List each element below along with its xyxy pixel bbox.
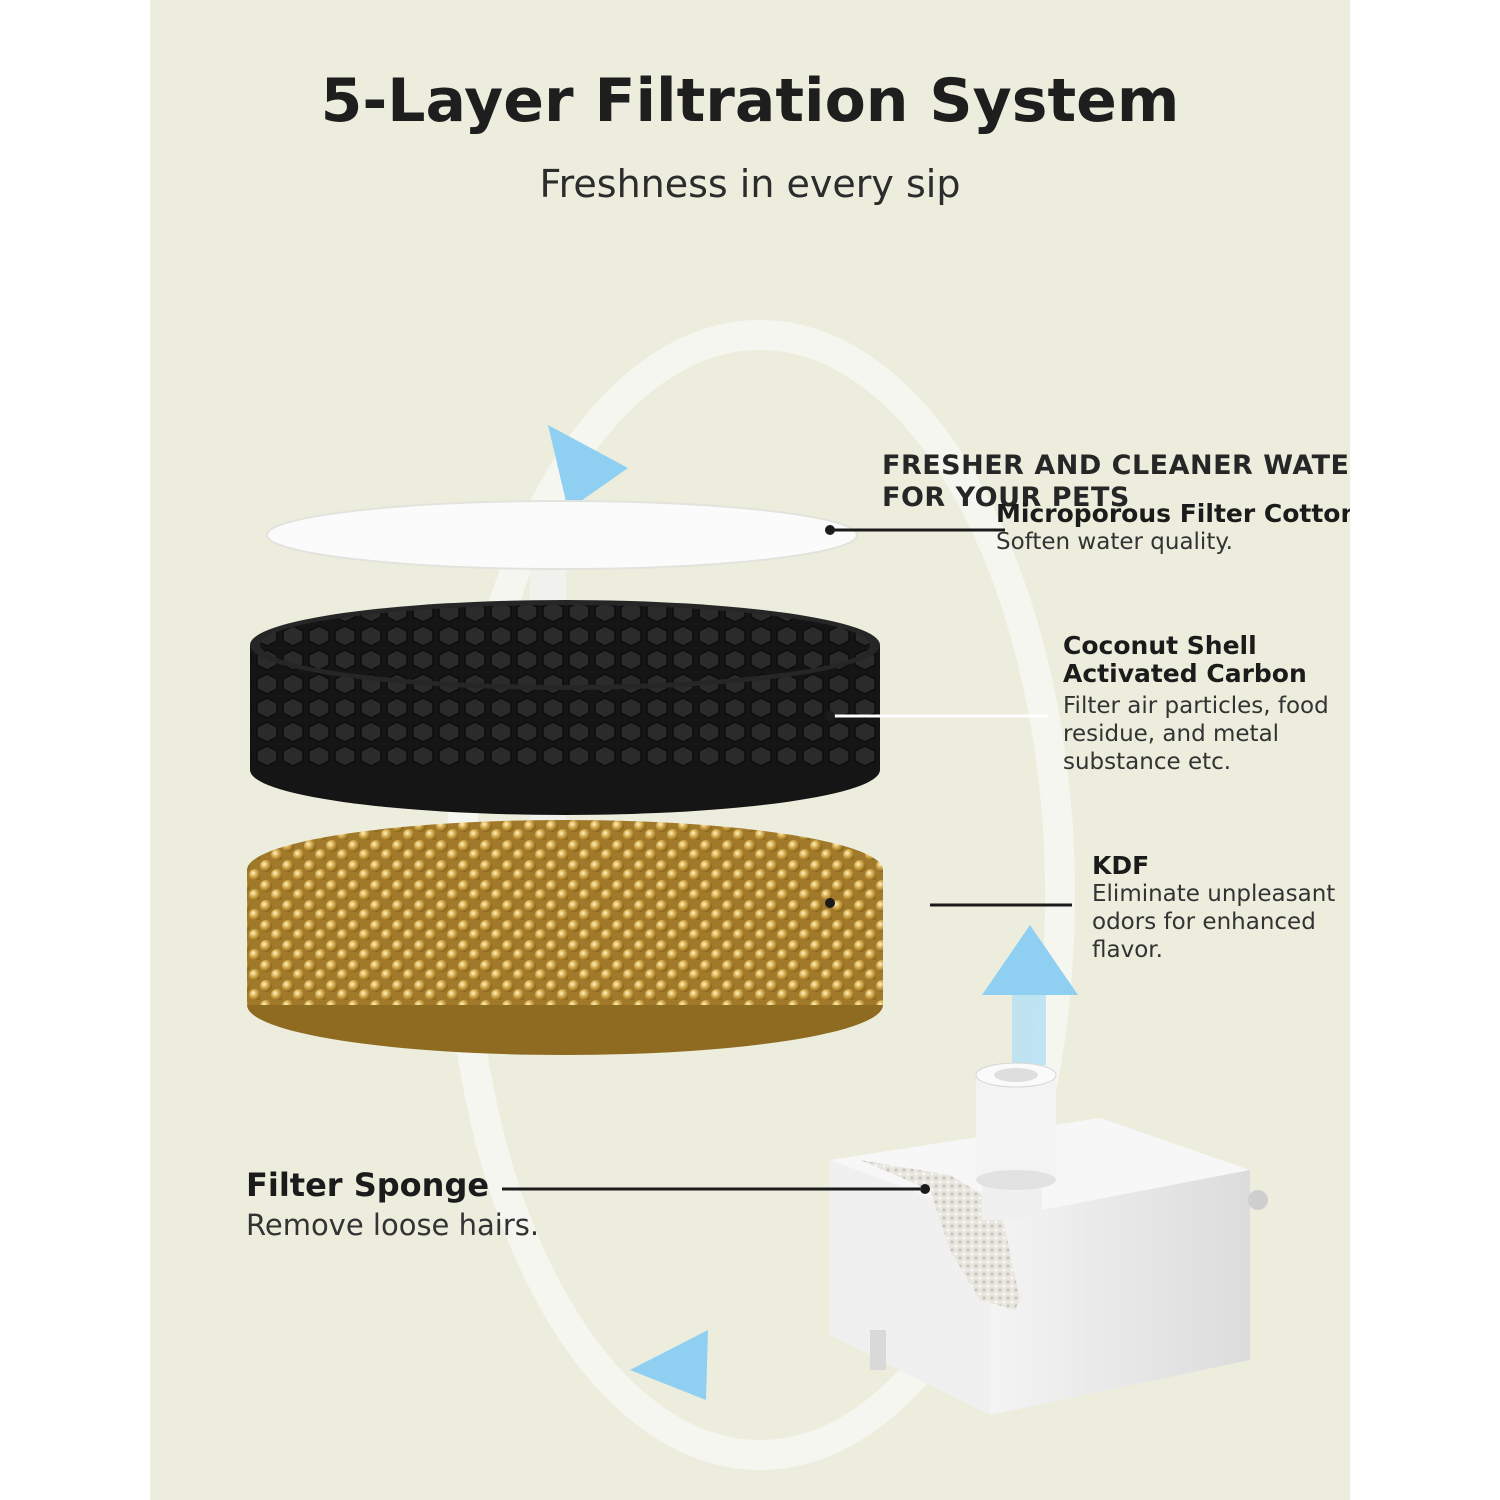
page-title: 5-Layer Filtration System	[150, 66, 1350, 136]
layer-cotton-label: Microporous Filter Cotton Soften water q…	[996, 499, 1350, 556]
title-rest: Filtration System	[573, 66, 1180, 136]
filter-illustration	[247, 320, 1268, 1470]
kdf-layer	[247, 820, 883, 1055]
layer-sponge-label: Filter Sponge Remove loose hairs.	[246, 1166, 540, 1242]
tagline: FRESHER AND CLEANER WATER FOR YOUR PETS	[882, 450, 1350, 513]
layer-carbon-label: Coconut Shell Activated Carbon Filter ai…	[1063, 631, 1329, 776]
arrow-down-icon	[548, 425, 628, 510]
arrow-up-icon	[982, 925, 1078, 995]
infographic-canvas: 5-Layer Filtration System Freshness in e…	[150, 0, 1350, 1500]
leader-lines	[502, 528, 1072, 1191]
arrow-up-stem	[1012, 995, 1046, 1065]
page-subtitle: Freshness in every sip	[539, 162, 961, 206]
title-highlight: 5-Layer	[310, 66, 582, 136]
carbon-layer	[250, 600, 880, 815]
pump-unit	[830, 1062, 1268, 1415]
layer-kdf-label: KDF Eliminate unpleasant odors for enhan…	[1092, 851, 1336, 964]
filter-cotton-disc	[266, 500, 858, 570]
arrow-bottom-icon	[630, 1330, 708, 1400]
